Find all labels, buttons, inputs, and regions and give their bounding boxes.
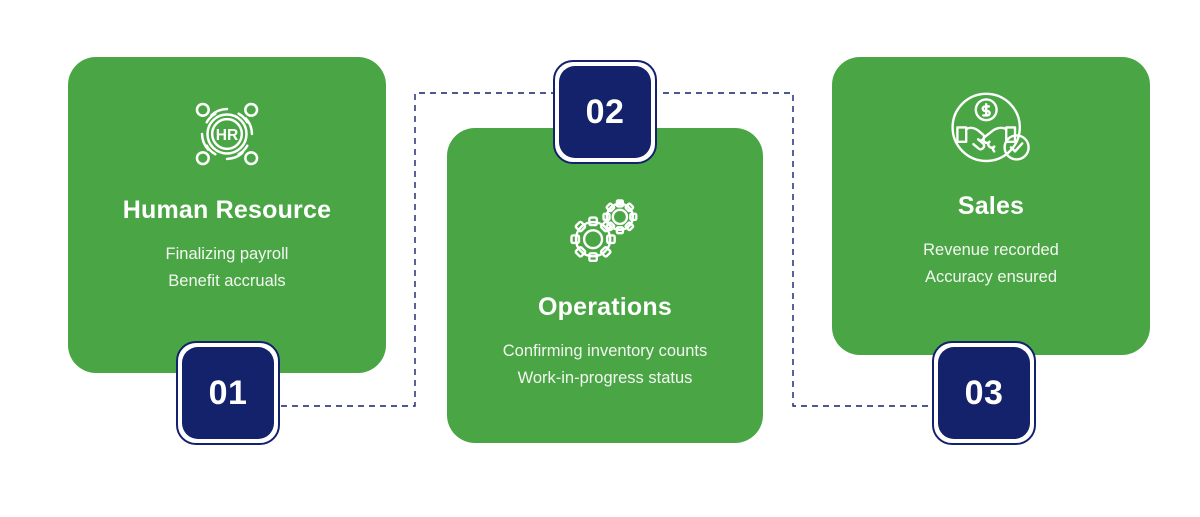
step-badge-02[interactable]: 02 [559,66,651,158]
gears-icon [566,196,644,271]
hr-network-icon: HR [188,95,266,178]
card-line: Confirming inventory counts [502,342,708,360]
step-card-human-resource[interactable]: HR Human Resource Finalizing payroll Ben… [68,57,386,373]
card-title: Human Resource [122,196,332,224]
card-description: Revenue recorded Accuracy ensured [923,237,1059,291]
svg-text:HR: HR [216,127,239,144]
card-line: Benefit accruals [168,272,286,290]
card-description: Finalizing payroll Benefit accruals [166,241,289,295]
step-badge-03[interactable]: 03 [938,347,1030,439]
step-card-operations[interactable]: Operations Confirming inventory counts W… [447,128,763,443]
step-badge-01[interactable]: 01 [182,347,274,439]
card-line: Finalizing payroll [165,245,289,263]
card-description: Confirming inventory counts Work-in-prog… [503,338,708,392]
card-line: Revenue recorded [923,241,1059,259]
card-title: Sales [957,192,1025,220]
handshake-money-icon [946,89,1036,174]
card-line: Work-in-progress status [517,369,693,387]
card-line: Accuracy ensured [924,268,1058,286]
card-title: Operations [538,293,672,321]
step-card-sales[interactable]: Sales Revenue recorded Accuracy ensured [832,57,1150,355]
